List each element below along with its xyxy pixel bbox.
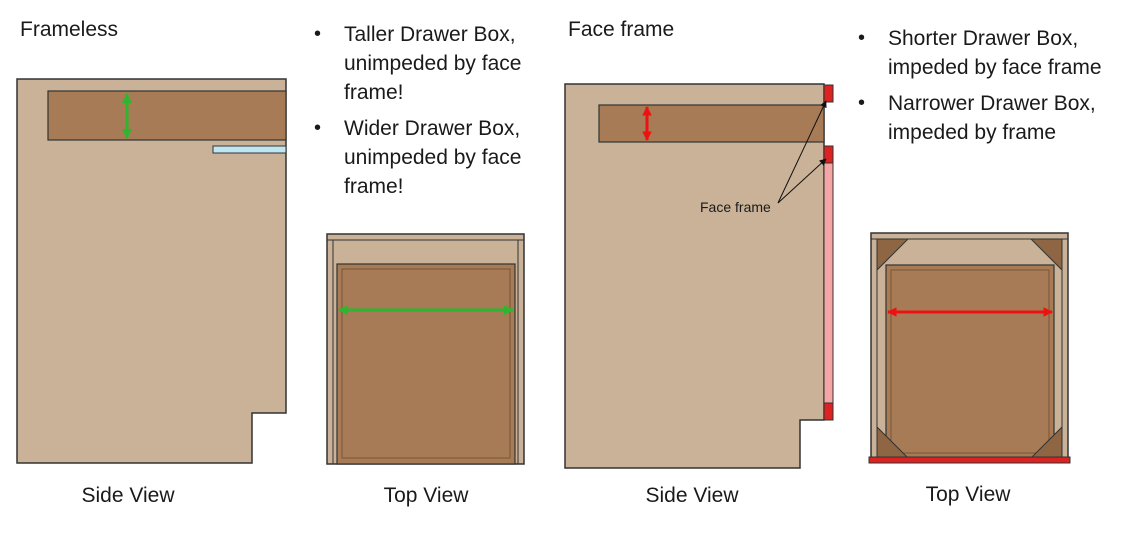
faceframe-top-caption: Top View xyxy=(925,483,1011,506)
frameless-top-caption: Top View xyxy=(383,484,469,507)
frameless-side-view xyxy=(16,78,287,464)
faceframe-stile xyxy=(823,162,834,404)
corner-brace-tl xyxy=(876,238,910,272)
frameless-drawer-slide xyxy=(212,145,287,154)
faceframe-rail-bottom xyxy=(823,402,834,421)
faceframe-bullet-shorter: Shorter Drawer Box, impeded by face fram… xyxy=(856,24,1111,82)
faceframe-bullet-narrower: Narrower Drawer Box, impeded by frame xyxy=(856,89,1111,147)
faceframe-pointer-top xyxy=(777,100,827,204)
frameless-side-caption: Side View xyxy=(81,484,175,507)
frameless-side-drawer xyxy=(47,90,287,141)
faceframe-top-view xyxy=(868,232,1071,464)
faceframe-rail-top xyxy=(823,84,834,103)
faceframe-annotation: Face frame xyxy=(700,199,771,215)
frameless-side-cabinet xyxy=(16,78,287,464)
corner-brace-tr xyxy=(1029,238,1063,272)
faceframe-side-view xyxy=(564,83,834,469)
faceframe-side-drawer xyxy=(598,104,825,143)
faceframe-top-front-rail xyxy=(868,456,1071,464)
faceframe-heading: Face frame xyxy=(568,18,675,41)
faceframe-bullets: Shorter Drawer Box, impeded by face fram… xyxy=(856,24,1111,154)
faceframe-top-drawer xyxy=(885,264,1055,459)
frameless-bullets: Taller Drawer Box, unimpeded by face fra… xyxy=(312,20,562,208)
faceframe-side-cabinet xyxy=(564,83,825,469)
frameless-top-view xyxy=(326,233,525,465)
faceframe-rail-mid xyxy=(823,145,834,164)
frameless-bullet-taller: Taller Drawer Box, unimpeded by face fra… xyxy=(312,20,562,107)
faceframe-pointer-mid xyxy=(777,158,827,204)
frameless-top-drawer xyxy=(336,263,516,465)
frameless-bullet-wider: Wider Drawer Box, unimpeded by face fram… xyxy=(312,114,562,201)
faceframe-side-caption: Side View xyxy=(645,484,739,507)
frameless-heading: Frameless xyxy=(20,18,119,41)
